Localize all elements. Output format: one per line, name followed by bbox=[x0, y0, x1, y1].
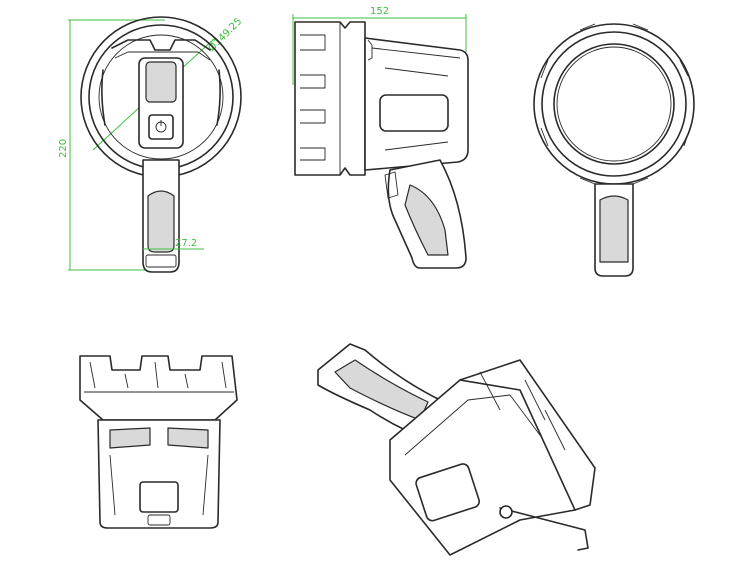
front-view: 220 Ø149.25 27.2 bbox=[58, 15, 244, 273]
side-view: 152 bbox=[292, 6, 469, 269]
handle-width-label: 27.2 bbox=[175, 238, 197, 249]
height-dimension: 220 bbox=[58, 19, 165, 271]
width-dimension-label: 152 bbox=[370, 6, 389, 17]
height-dimension-label: 220 bbox=[58, 139, 69, 158]
width-dimension: 152 bbox=[292, 6, 467, 85]
rear-view bbox=[533, 23, 695, 277]
handle-width-dimension: 27.2 bbox=[143, 238, 204, 250]
isometric-view bbox=[317, 343, 596, 556]
top-view bbox=[79, 355, 238, 529]
